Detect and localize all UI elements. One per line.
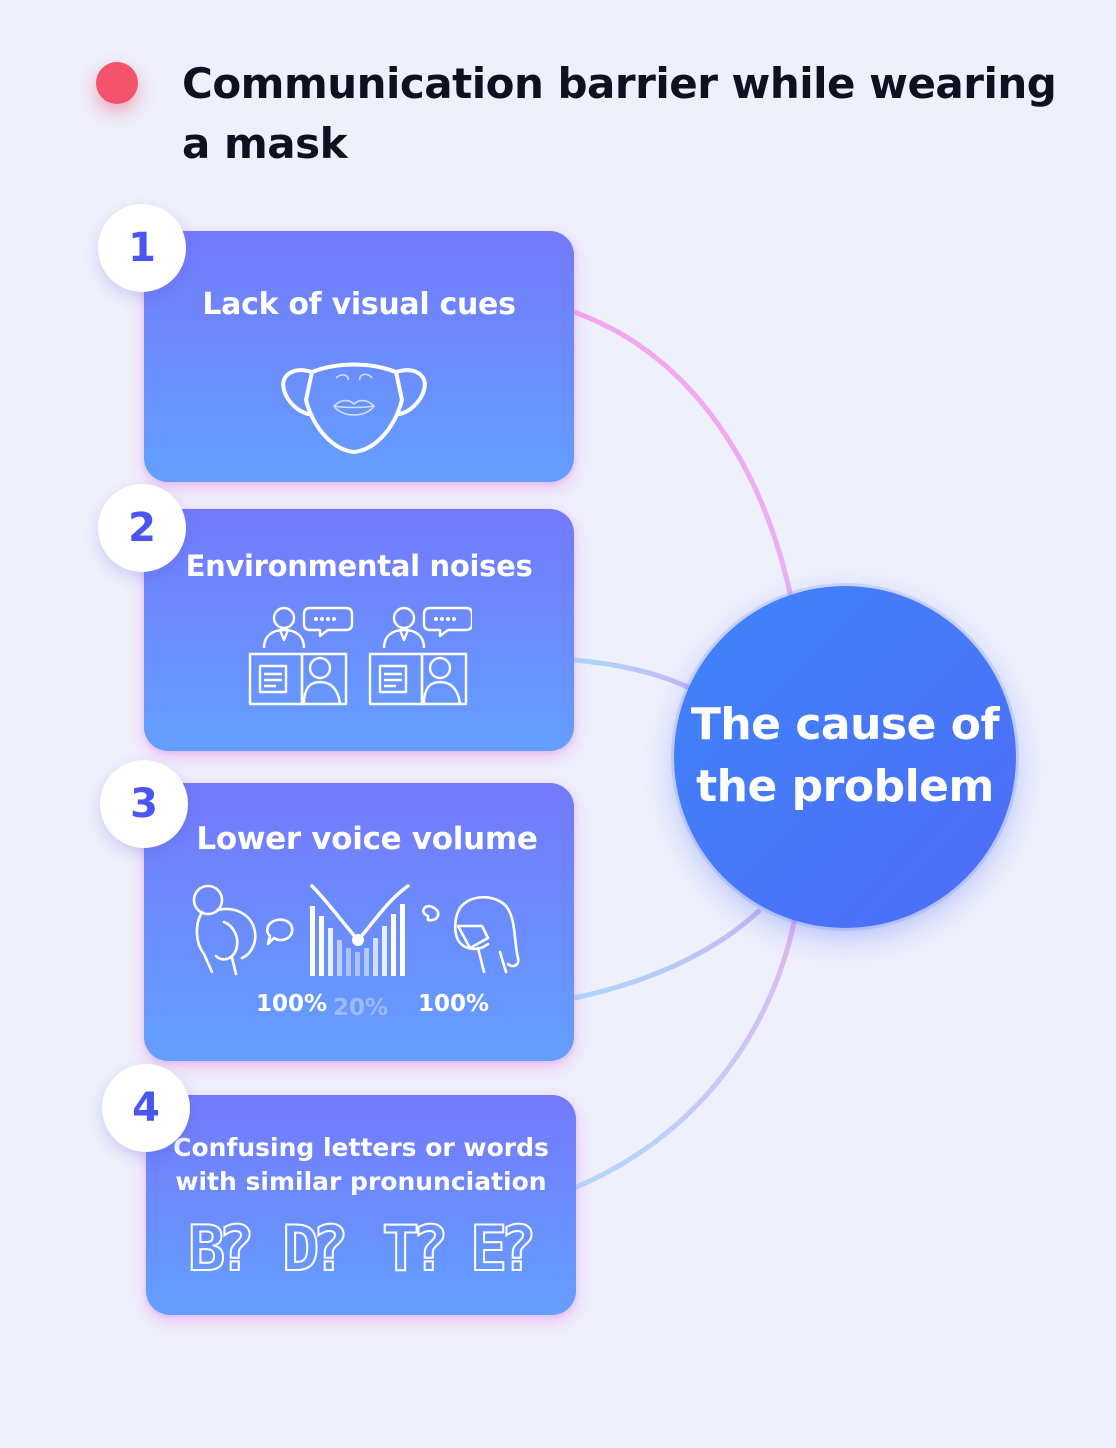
connector-3 [573,908,762,1001]
volume-pct-middle: 20% [333,995,389,1021]
card-lower-voice-volume: Lower voice volume [144,783,574,1061]
card-environmental-noises: Environmental noises [144,509,574,751]
cause-circle-text: The cause of the problem [674,694,1016,818]
card-lack-of-visual-cues: Lack of visual cues [144,231,574,482]
letter-t: T? [381,1211,450,1286]
face-mask-icon [281,362,427,454]
card-title-line1: Confusing letters or words [173,1133,549,1162]
letter-d: D? [281,1211,350,1286]
letter-e: E? [469,1211,538,1286]
connector-4 [573,917,798,1191]
title-bullet-dot [96,62,138,104]
card-title: Lack of visual cues [202,287,516,322]
connector-1 [573,309,795,603]
letter-b: B? [187,1211,256,1286]
card-title: Environmental noises [185,549,533,583]
number-badge-2: 2 [98,484,186,572]
voice-volume-icon [192,884,520,976]
number-badge-4: 4 [102,1064,190,1152]
volume-pct-left: 100% [256,991,328,1017]
card-confusing-letters: Confusing letters or words with similar … [146,1095,576,1315]
cause-circle: The cause of the problem [674,586,1016,928]
cause-line-2: the problem [696,761,994,812]
office-workers-icon [248,606,472,706]
cause-line-1: The cause of [690,699,1000,750]
number-badge-3: 3 [100,760,188,848]
card-title-line2: with similar pronunciation [175,1167,547,1196]
number-badge-1: 1 [98,204,186,292]
volume-pct-right: 100% [418,991,490,1017]
card-title: Lower voice volume [196,821,538,857]
page-title: Communication barrier while wearing a ma… [182,59,1057,168]
connector-2 [573,657,692,691]
